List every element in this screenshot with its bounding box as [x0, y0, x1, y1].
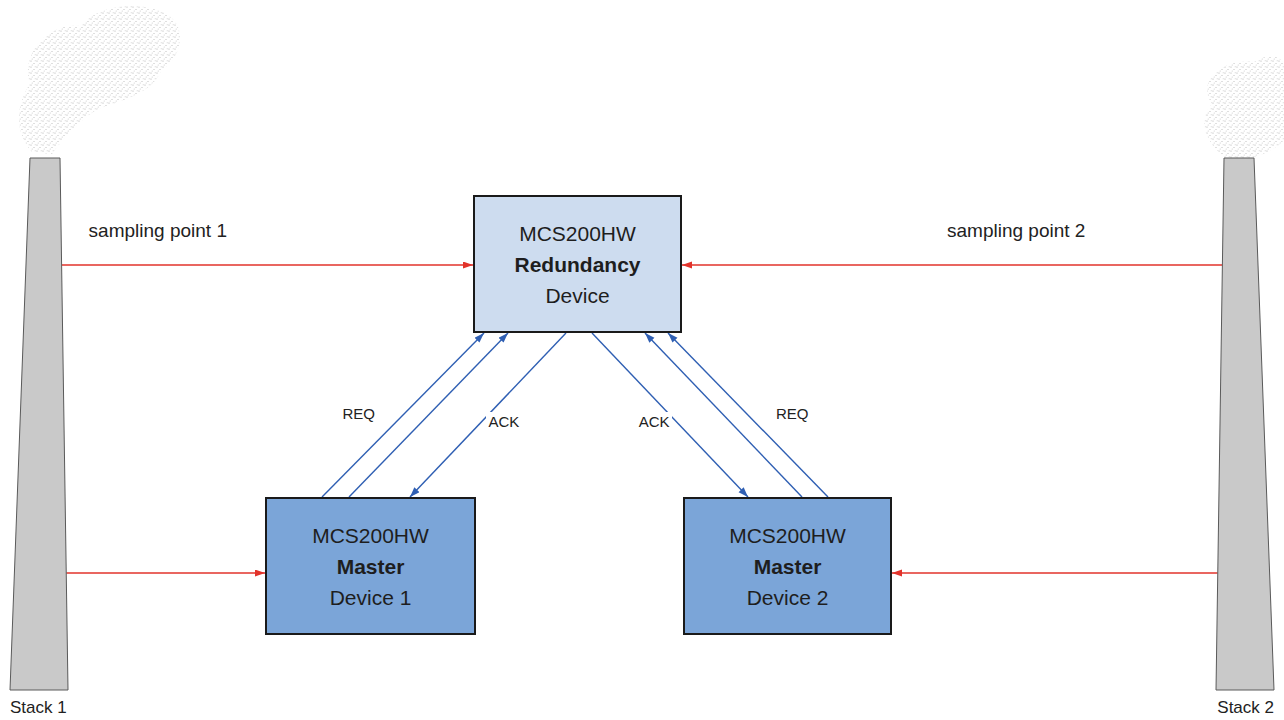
box-text-group: MCS200HWRedundancyDevice — [514, 218, 640, 311]
device-role: Master — [337, 551, 405, 582]
device-role: Redundancy — [514, 249, 640, 280]
sampling-label: sampling point 1 — [87, 219, 229, 243]
device-box: MCS200HWMasterDevice 1 — [265, 497, 476, 635]
smoke-cloud — [19, 6, 180, 154]
signal-label: REQ — [340, 404, 377, 423]
device-role: Master — [754, 551, 822, 582]
stack-shape — [1216, 158, 1274, 690]
device-text: Device 2 — [747, 582, 829, 613]
smokestack: Stack 1 — [8, 155, 72, 720]
device-box: MCS200HWRedundancyDevice — [473, 195, 682, 333]
device-text: Device 1 — [330, 582, 412, 613]
stack-shape — [10, 158, 68, 690]
signal-label: ACK — [486, 412, 521, 431]
stack-label: Stack 1 — [10, 698, 67, 718]
device-text: Device — [545, 280, 609, 311]
sample-line — [62, 264, 473, 265]
signal-label: ACK — [637, 412, 672, 431]
smoke-cloud — [1204, 56, 1284, 160]
stack-outline — [8, 155, 72, 695]
stack-outline — [1212, 155, 1276, 695]
signal-line — [410, 333, 566, 497]
stack-label: Stack 2 — [1217, 698, 1274, 718]
smokestack: Stack 2 — [1212, 155, 1276, 720]
box-text-group: MCS200HWMasterDevice 1 — [312, 520, 429, 613]
signal-line — [668, 333, 828, 497]
device-text: MCS200HW — [729, 520, 846, 551]
box-text-group: MCS200HWMasterDevice 2 — [729, 520, 846, 613]
signal-line — [592, 333, 748, 497]
signal-label: REQ — [774, 404, 811, 423]
device-text: MCS200HW — [519, 218, 636, 249]
device-box: MCS200HWMasterDevice 2 — [683, 497, 892, 635]
signal-line — [322, 333, 484, 497]
sampling-label: sampling point 2 — [945, 219, 1087, 243]
sample-line — [892, 572, 1218, 573]
sample-line — [66, 572, 265, 573]
device-text: MCS200HW — [312, 520, 429, 551]
sample-line — [682, 264, 1222, 265]
